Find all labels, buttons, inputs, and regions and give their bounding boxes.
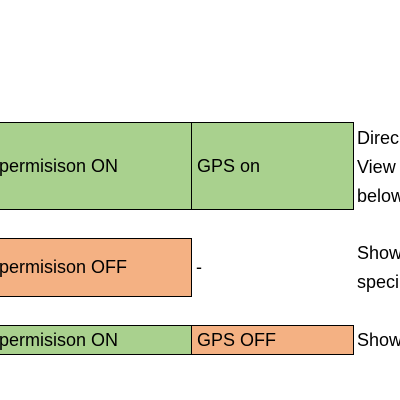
row3-result-line-1: Show (357, 330, 400, 350)
row2-result-line-1: Show (357, 243, 400, 263)
row2-result-line-2: speci (357, 272, 400, 292)
row1-permission-cell: permisison ON (0, 122, 192, 210)
row1-permission-text: permisison ON (0, 155, 119, 176)
row3-gps-cell: GPS OFF (191, 325, 354, 355)
row2-permission-text: permisison OFF (0, 257, 128, 277)
row1-gps-text: GPS on (197, 155, 261, 176)
row1-result-line-2: View (357, 157, 396, 177)
row1-gps-cell: GPS on (191, 122, 354, 210)
row2-gps-text: - (196, 257, 202, 277)
row2-permission-cell: permisison OFF (0, 238, 192, 297)
row3-gps-text: GPS OFF (197, 329, 277, 350)
row1-result-line-3: below (357, 186, 400, 206)
row3-permission-text: permisison ON (0, 329, 119, 350)
row1-result-line-1: Direc (357, 128, 400, 148)
row3-permission-cell: permisison ON (0, 325, 192, 355)
